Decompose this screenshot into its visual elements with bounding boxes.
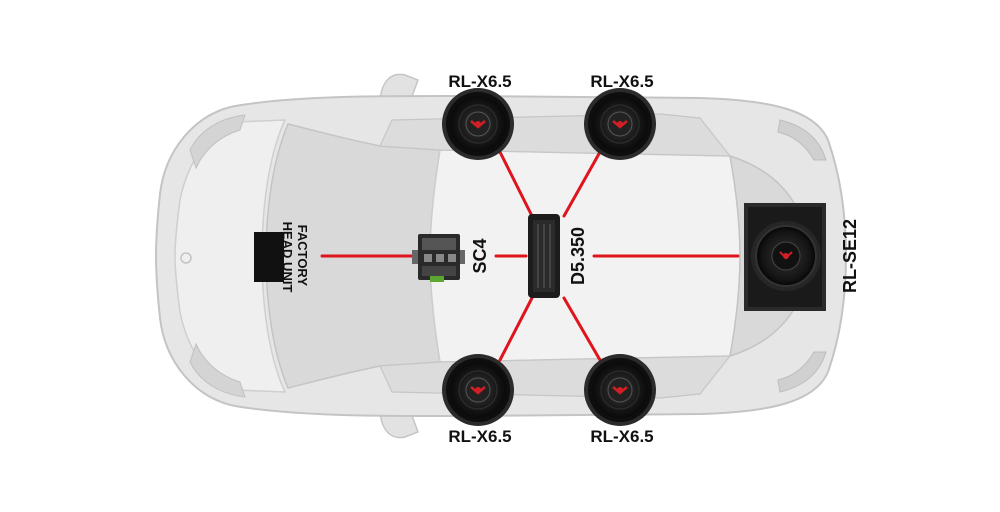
speaker-rear-left: RL-X6.5	[440, 352, 516, 446]
speaker-rear-right-label: RL-X6.5	[590, 427, 653, 446]
amplifier: D5.350	[528, 214, 588, 298]
wire-amplifier-to-rear-left	[498, 296, 534, 362]
wire-amplifier-to-front-left	[498, 150, 534, 218]
coaxial-speaker-icon	[440, 86, 516, 162]
coaxial-speaker-icon	[582, 86, 658, 162]
head-unit: FACTORY HEAD UNIT	[254, 222, 310, 293]
speaker-front-left: RL-X6.5	[440, 72, 516, 162]
speaker-front-right-label: RL-X6.5	[590, 72, 653, 91]
processor: SC4	[412, 234, 490, 282]
speaker-rear-right: RL-X6.5	[582, 352, 658, 446]
wire-amplifier-to-front-right	[562, 150, 602, 218]
head-unit-label: FACTORY HEAD UNIT	[280, 222, 310, 293]
wire-amplifier-to-rear-right	[562, 296, 602, 362]
subwoofer-enclosure-icon	[744, 203, 826, 311]
amplifier-icon	[528, 214, 560, 298]
speaker-front-right: RL-X6.5	[582, 72, 658, 162]
speaker-rear-left-label: RL-X6.5	[448, 427, 511, 446]
processor-label: SC4	[470, 238, 490, 273]
subwoofer-label: RL-SE12	[840, 219, 860, 293]
head-unit-icon	[254, 232, 284, 282]
signal-processor-icon	[412, 234, 465, 282]
subwoofer: RL-SE12	[744, 203, 860, 311]
coaxial-speaker-icon	[440, 352, 516, 428]
coaxial-speaker-icon	[582, 352, 658, 428]
speaker-front-left-label: RL-X6.5	[448, 72, 511, 91]
amplifier-label: D5.350	[568, 227, 588, 285]
wiring	[320, 150, 740, 362]
